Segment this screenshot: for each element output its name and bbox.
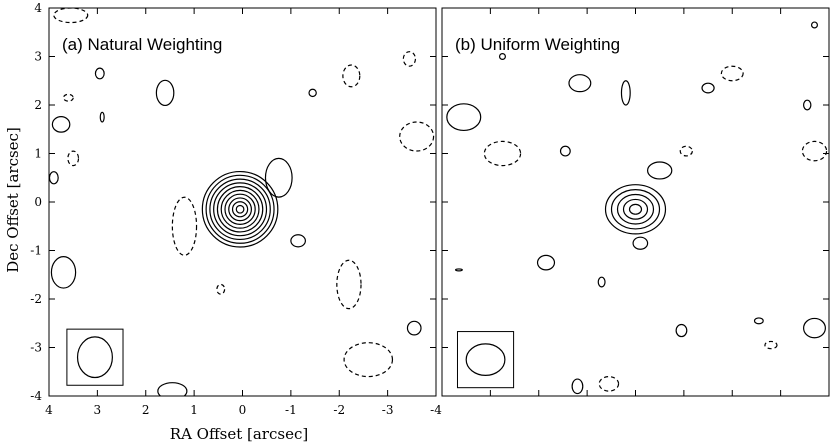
panel-b-frame bbox=[441, 7, 830, 397]
x-tick-label: 0 bbox=[239, 403, 247, 417]
positive-contour bbox=[803, 317, 826, 339]
peak-contour bbox=[616, 193, 655, 225]
x-tick-label: -1 bbox=[285, 403, 297, 417]
x-tick-label: 3 bbox=[94, 403, 102, 417]
negative-contour bbox=[402, 51, 417, 67]
negative-contour bbox=[764, 340, 778, 350]
negative-contour bbox=[62, 93, 74, 102]
negative-contour bbox=[171, 196, 198, 256]
peak-contour bbox=[604, 184, 667, 235]
beam-ellipse bbox=[465, 343, 506, 376]
peak-contour bbox=[213, 182, 268, 237]
y-tick-label: -2 bbox=[30, 292, 42, 306]
positive-contour bbox=[559, 145, 571, 157]
y-tick-label: 2 bbox=[34, 98, 42, 112]
positive-contour bbox=[498, 52, 506, 61]
positive-contour bbox=[632, 236, 649, 250]
negative-contour bbox=[53, 8, 89, 24]
peak-contour bbox=[610, 188, 661, 230]
y-tick-label: 4 bbox=[34, 1, 42, 15]
positive-contour bbox=[810, 21, 818, 29]
positive-contour bbox=[50, 256, 77, 289]
positive-contour bbox=[99, 111, 105, 123]
positive-contour bbox=[675, 323, 688, 338]
negative-contour bbox=[216, 283, 226, 295]
y-tick-label: -3 bbox=[30, 341, 42, 355]
x-tick-label: -3 bbox=[382, 403, 394, 417]
y-tick-label: -1 bbox=[30, 244, 42, 258]
x-tick-label: 2 bbox=[142, 403, 150, 417]
x-tick-label: 1 bbox=[190, 403, 198, 417]
positive-contour bbox=[701, 82, 715, 94]
positive-contour bbox=[157, 382, 188, 396]
positive-contour bbox=[597, 276, 606, 288]
positive-contour bbox=[446, 103, 482, 132]
positive-contour bbox=[620, 80, 631, 106]
y-tick-label: 1 bbox=[34, 147, 42, 161]
beam-box bbox=[456, 331, 515, 389]
peak-contour bbox=[201, 170, 279, 248]
negative-contour bbox=[336, 259, 362, 310]
y-tick-label: -4 bbox=[30, 389, 42, 403]
y-tick-label: 3 bbox=[34, 50, 42, 64]
beam-ellipse bbox=[76, 336, 113, 379]
x-tick-label: -2 bbox=[333, 403, 345, 417]
panel-b-title: (b) Uniform Weighting bbox=[455, 35, 620, 54]
positive-contour bbox=[571, 378, 584, 395]
positive-contour bbox=[536, 254, 556, 271]
positive-contour bbox=[646, 161, 673, 180]
negative-contour bbox=[720, 65, 744, 82]
positive-contour bbox=[803, 99, 812, 111]
positive-contour bbox=[290, 234, 306, 248]
panel-uniform-weighting: (b) Uniform Weighting bbox=[441, 7, 830, 397]
negative-contour bbox=[342, 64, 361, 88]
positive-contour bbox=[753, 317, 764, 325]
positive-contour bbox=[49, 171, 59, 185]
positive-contour bbox=[155, 79, 175, 107]
peak-contour bbox=[205, 174, 275, 244]
peak-contour bbox=[220, 189, 260, 229]
x-tick-label: -4 bbox=[430, 403, 442, 417]
peak-contour bbox=[231, 201, 249, 218]
y-axis-label: Dec Offset [arcsec] bbox=[4, 127, 22, 273]
peak-contour bbox=[235, 204, 245, 214]
positive-contour bbox=[94, 67, 105, 80]
positive-contour bbox=[454, 268, 463, 272]
peak-contour bbox=[622, 198, 649, 220]
positive-contour bbox=[308, 88, 317, 98]
negative-contour bbox=[801, 140, 828, 162]
positive-contour bbox=[406, 320, 422, 336]
negative-contour bbox=[67, 150, 80, 167]
y-tick-label: 0 bbox=[34, 195, 42, 209]
peak-contour bbox=[628, 203, 643, 215]
negative-contour bbox=[679, 145, 693, 157]
beam-box bbox=[66, 328, 124, 386]
negative-contour bbox=[483, 140, 522, 167]
positive-contour bbox=[51, 116, 71, 133]
negative-contour bbox=[399, 121, 435, 152]
positive-contour bbox=[568, 74, 592, 93]
peak-contour bbox=[224, 193, 256, 225]
panel-a-title: (a) Natural Weighting bbox=[62, 35, 222, 54]
negative-contour bbox=[598, 376, 620, 392]
x-tick-label: 4 bbox=[45, 403, 53, 417]
x-axis-label: RA Offset [arcsec] bbox=[170, 425, 308, 443]
peak-contour bbox=[228, 197, 253, 222]
negative-contour bbox=[343, 342, 394, 378]
peak-contour bbox=[216, 186, 264, 233]
positive-contour bbox=[264, 157, 293, 198]
peak-contour bbox=[209, 178, 271, 241]
